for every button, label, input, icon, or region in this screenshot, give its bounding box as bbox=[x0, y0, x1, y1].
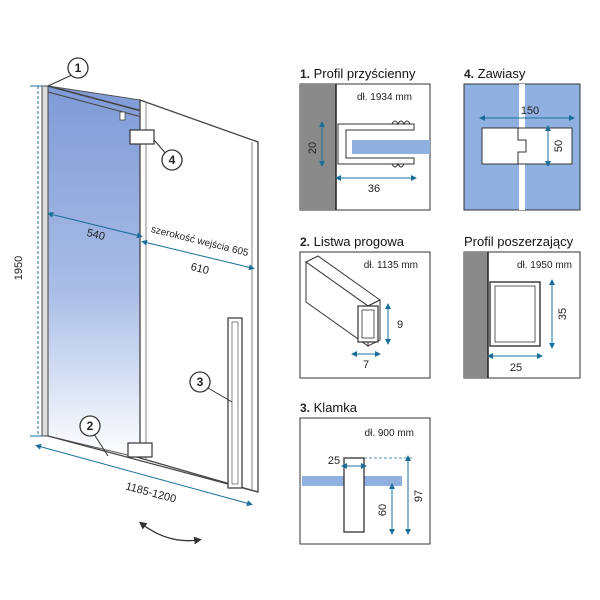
height-dimension: 1950 bbox=[13, 85, 44, 437]
detail-wall-profile: 1. Profil przyścienny dł. 1934 mm 20 36 bbox=[299, 66, 431, 211]
door-width-value: 610 bbox=[189, 261, 210, 277]
total-width-value: 1185-1200 bbox=[124, 481, 177, 506]
svg-text:1: 1 bbox=[75, 61, 82, 75]
detail-threshold: 2. Listwa progowa dł. 1135 mm 9 7 bbox=[299, 234, 431, 379]
top-hinge bbox=[129, 129, 155, 145]
svg-text:50: 50 bbox=[553, 140, 565, 152]
svg-text:dł. 1934 mm: dł. 1934 mm bbox=[357, 92, 412, 103]
svg-text:36: 36 bbox=[368, 183, 380, 195]
swing-arrow bbox=[138, 521, 202, 545]
svg-text:1. Profil przyścienny: 1. Profil przyścienny bbox=[300, 66, 416, 81]
panel-width-value: 540 bbox=[85, 227, 106, 243]
bottom-hinge bbox=[127, 442, 153, 458]
wall-profile bbox=[41, 85, 49, 437]
svg-text:Profil poszerzający: Profil poszerzający bbox=[464, 234, 574, 249]
svg-text:dł. 1950 mm: dł. 1950 mm bbox=[517, 260, 572, 271]
detail-hinges: 4. Zawiasy 150 50 bbox=[463, 66, 581, 211]
callout-1: 1 bbox=[47, 57, 89, 87]
main-door-drawing bbox=[41, 85, 259, 493]
panel-width-dimension: 540 bbox=[47, 211, 143, 243]
svg-text:4. Zawiasy: 4. Zawiasy bbox=[464, 66, 526, 81]
fixed-glass-panel bbox=[47, 85, 141, 459]
svg-text:dł. 900 mm: dł. 900 mm bbox=[365, 428, 414, 439]
callout-2: 2 bbox=[79, 415, 109, 457]
svg-text:4: 4 bbox=[169, 153, 176, 167]
svg-text:7: 7 bbox=[363, 359, 369, 371]
svg-text:20: 20 bbox=[307, 142, 319, 154]
svg-text:2. Listwa progowa: 2. Listwa progowa bbox=[300, 234, 405, 249]
callout-3: 3 bbox=[189, 371, 233, 403]
svg-text:dł. 1135 mm: dł. 1135 mm bbox=[364, 260, 418, 271]
svg-text:25: 25 bbox=[328, 455, 340, 467]
callout-4: 4 bbox=[153, 139, 183, 171]
svg-text:150: 150 bbox=[521, 105, 539, 117]
svg-text:9: 9 bbox=[397, 319, 403, 331]
detail-extension-profile: Profil poszerzający dł. 1950 mm 35 25 bbox=[463, 234, 581, 379]
svg-text:25: 25 bbox=[510, 362, 522, 374]
svg-text:2: 2 bbox=[87, 419, 94, 433]
svg-text:3: 3 bbox=[197, 375, 204, 389]
height-value: 1950 bbox=[13, 256, 25, 280]
detail-handle: 3. Klamka dł. 900 mm 25 60 97 bbox=[299, 400, 431, 545]
svg-text:97: 97 bbox=[413, 490, 425, 502]
svg-text:3. Klamka: 3. Klamka bbox=[300, 400, 358, 415]
svg-text:35: 35 bbox=[557, 308, 569, 320]
svg-text:60: 60 bbox=[377, 504, 389, 516]
